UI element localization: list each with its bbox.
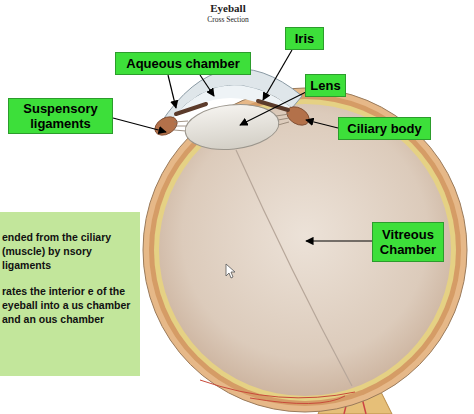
label-text: Iris [295, 31, 315, 46]
vitreous-body [159, 104, 451, 396]
note-box: ended from the ciliary (muscle) by nsory… [0, 212, 140, 376]
label-text: ended from the ciliary (muscle) by nsory… [2, 230, 136, 272]
label-box: Ciliary body [338, 117, 431, 140]
label-box: Lens [305, 74, 346, 97]
choroid [149, 94, 461, 406]
mouse-cursor [226, 264, 235, 278]
label-box: Aqueous chamber [115, 52, 251, 75]
label-text: Lens [310, 78, 340, 93]
diagram-title: Eyeball [178, 2, 278, 14]
subtitle-label: Cross Section [178, 15, 278, 24]
label-box: Suspensory ligaments [8, 98, 113, 134]
label-box: Vitreous Chamber [372, 222, 444, 262]
label-box: Iris [285, 27, 324, 50]
blood-vessel [200, 380, 355, 404]
label-text: Aqueous chamber [126, 56, 239, 71]
iris-tissue [176, 104, 206, 114]
retina [154, 99, 456, 401]
label-text: rates the interior e of the eyeball into… [2, 284, 136, 326]
label-text: Suspensory ligaments [12, 101, 109, 131]
ciliary-muscle [284, 103, 313, 129]
leader-lines [113, 50, 372, 241]
label-text: Vitreous Chamber [376, 227, 440, 257]
sclera [143, 88, 467, 412]
label-text: Ciliary body [347, 121, 421, 136]
hyaloid-canal [236, 150, 352, 386]
